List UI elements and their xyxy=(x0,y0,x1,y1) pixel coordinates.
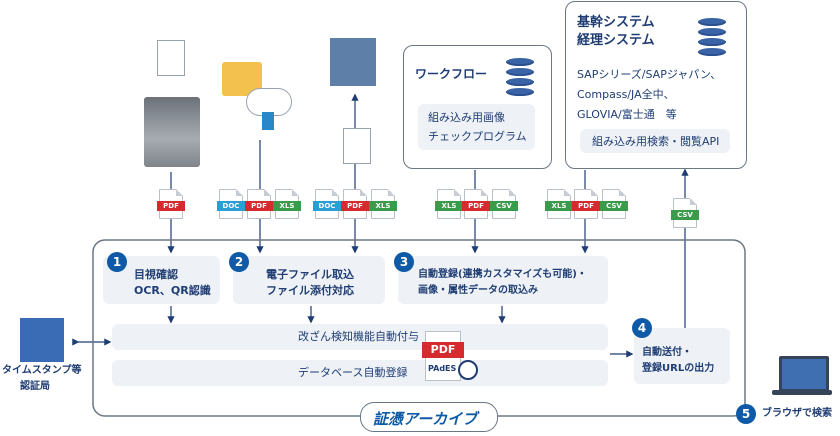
tsa-line2: 認証局 xyxy=(20,381,50,392)
workflow-box: ワークフロー 組み込み用画像 チェックプログラム xyxy=(403,45,552,169)
step-3-line1: 自動登録(連携カスタマイズも可能)・ xyxy=(418,269,587,280)
pades-label: PAdES xyxy=(428,364,457,373)
database-row: データベース自動登録 xyxy=(112,360,608,386)
pades-pdf-label: PDF xyxy=(422,342,464,358)
core-list-line2: Compass/JA全中、 xyxy=(577,88,675,101)
program-line1: 組み込み用画像 xyxy=(428,111,505,124)
csv-file-icon: CSV xyxy=(490,189,518,219)
step-3-line2: 画像・属性データの取込み xyxy=(418,285,538,296)
core-title-line2: 経理システム xyxy=(577,33,655,48)
building-icon xyxy=(330,38,376,86)
step-number-badge: 4 xyxy=(632,318,652,338)
api-label: 組み込み用検索・閲覧API xyxy=(592,135,720,148)
step-4-line1: 自動送付・ xyxy=(642,347,692,358)
program-panel: 組み込み用画像 チェックプログラム xyxy=(418,104,535,150)
step-5-label: ブラウザで検索 xyxy=(762,408,832,419)
xls-file-icon: XLS xyxy=(545,189,573,219)
step-1-line2: OCR、QR認識 xyxy=(134,284,211,297)
pdf-file-icon: PDF xyxy=(462,189,490,219)
step-2-panel: 2 電子ファイル取込 ファイル添付対応 xyxy=(229,252,385,304)
database-label: データベース自動登録 xyxy=(298,366,408,379)
database-icon xyxy=(698,16,726,56)
step-2-line2: ファイル添付対応 xyxy=(266,284,354,297)
database-icon xyxy=(506,56,534,96)
document-icon xyxy=(157,40,185,76)
pades-pdf-badge: PDF PAdES xyxy=(422,331,464,381)
program-line2: チェックプログラム xyxy=(428,130,527,143)
product-logo: 証憑アーカイブ xyxy=(360,402,498,432)
doc-file-icon: DOC xyxy=(217,189,245,219)
api-panel: 組み込み用検索・閲覧API xyxy=(580,129,730,153)
step-1-panel: 1 目視確認 OCR、QR認識 xyxy=(103,252,220,304)
tamper-detection-row: 改ざん検知機能自動付与 xyxy=(112,324,608,350)
step-4-line2: 登録URLの出力 xyxy=(642,363,715,374)
step-number-badge: 3 xyxy=(394,252,414,272)
building-icon xyxy=(20,318,64,362)
xls-file-icon: XLS xyxy=(435,189,463,219)
step-number-badge: 2 xyxy=(229,252,249,272)
step-2-line1: 電子ファイル取込 xyxy=(266,268,354,281)
pdf-file-icon: PDF xyxy=(572,189,600,219)
laptop-icon xyxy=(779,356,829,392)
step-number-badge: 5 xyxy=(736,404,756,424)
step-4-panel: 4 自動送付・ 登録URLの出力 xyxy=(632,318,730,384)
tamper-label: 改ざん検知機能自動付与 xyxy=(298,330,419,343)
step-number-badge: 1 xyxy=(107,252,127,272)
csv-file-icon: CSV xyxy=(671,198,699,228)
core-system-box: 基幹システム 経理システム SAPシリーズ/SAPジャパン、 Compass/J… xyxy=(565,1,747,169)
xls-file-icon: XLS xyxy=(369,189,397,219)
laptop-base xyxy=(772,390,832,395)
workflow-title: ワークフロー xyxy=(415,67,488,81)
core-title-line1: 基幹システム xyxy=(577,15,655,30)
step-3-panel: 3 自動登録(連携カスタマイズも可能)・ 画像・属性データの取込み xyxy=(394,252,608,304)
download-arrow-icon xyxy=(262,112,274,130)
copier-icon xyxy=(144,97,200,167)
doc-file-icon: DOC xyxy=(313,189,341,219)
pdf-file-icon: PDF xyxy=(245,189,273,219)
pdf-file-icon: PDF xyxy=(157,189,185,219)
core-list-line3: GLOVIA/富士通 等 xyxy=(577,108,677,121)
product-name: 証憑アーカイブ xyxy=(373,410,478,428)
clock-icon xyxy=(458,360,478,380)
pdf-file-icon: PDF xyxy=(341,189,369,219)
csv-file-icon: CSV xyxy=(600,189,628,219)
step-1-line1: 目視確認 xyxy=(134,268,178,281)
document-icon xyxy=(343,128,371,164)
tsa-line1: タイムスタンプ等 xyxy=(2,365,82,376)
xls-file-icon: XLS xyxy=(273,189,301,219)
core-list-line1: SAPシリーズ/SAPジャパン、 xyxy=(577,68,722,81)
